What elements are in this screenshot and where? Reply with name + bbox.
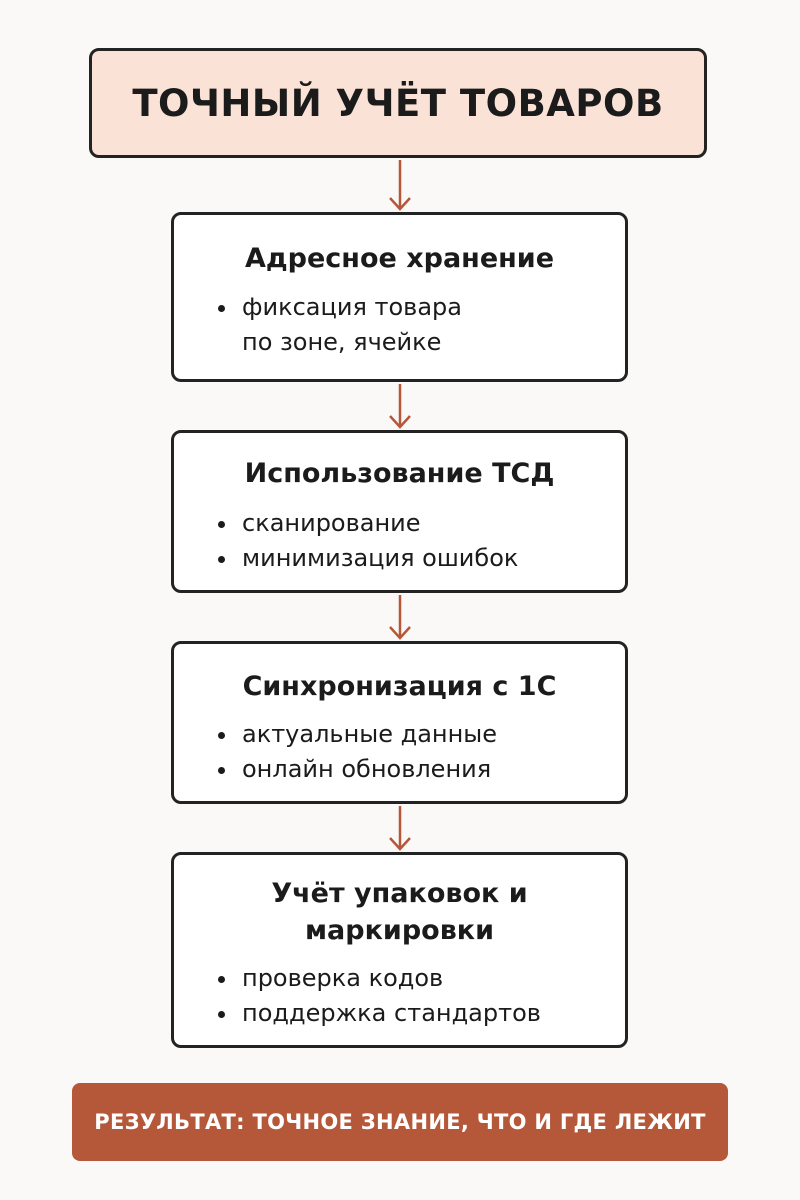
- step-title: Синхронизация с 1С: [242, 671, 557, 702]
- step-box-tsd-usage: Использование ТСД сканирование минимизац…: [171, 430, 628, 593]
- step-box-address-storage: Адресное хранение фиксация товара по зон…: [171, 212, 628, 382]
- bullet-item: актуальные данные: [218, 717, 625, 752]
- step-title: Учёт упаковок и маркировки: [271, 878, 528, 946]
- diagram-title: ТОЧНЫЙ УЧЁТ ТОВАРОВ: [132, 81, 664, 125]
- step-title: Использование ТСД: [244, 458, 555, 489]
- step-box-packaging-marking: Учёт упаковок и маркировки проверка кодо…: [171, 852, 628, 1048]
- step-bullets: фиксация товара по зоне, ячейке: [174, 290, 625, 360]
- arrow-down-icon: [389, 384, 411, 429]
- step-bullets: проверка кодов поддержка стандартов: [174, 961, 625, 1031]
- bullet-item: сканирование: [218, 506, 625, 541]
- bullet-item: фиксация товара по зоне, ячейке: [218, 290, 625, 360]
- result-text: РЕЗУЛЬТАТ: ТОЧНОЕ ЗНАНИЕ, ЧТО И ГДЕ ЛЕЖИ…: [94, 1110, 706, 1134]
- bullet-item: онлайн обновления: [218, 752, 625, 787]
- step-bullets: сканирование минимизация ошибок: [174, 506, 625, 576]
- bullet-item: минимизация ошибок: [218, 541, 625, 576]
- result-banner: РЕЗУЛЬТАТ: ТОЧНОЕ ЗНАНИЕ, ЧТО И ГДЕ ЛЕЖИ…: [72, 1083, 728, 1161]
- bullet-item: поддержка стандартов: [218, 996, 625, 1031]
- arrow-down-icon: [389, 595, 411, 640]
- step-box-1c-sync: Синхронизация с 1С актуальные данные онл…: [171, 641, 628, 804]
- step-bullets: актуальные данные онлайн обновления: [174, 717, 625, 787]
- bullet-item: проверка кодов: [218, 961, 625, 996]
- arrow-down-icon: [389, 160, 411, 211]
- title-box: ТОЧНЫЙ УЧЁТ ТОВАРОВ: [89, 48, 707, 158]
- arrow-down-icon: [389, 806, 411, 851]
- step-title: Адресное хранение: [244, 243, 555, 274]
